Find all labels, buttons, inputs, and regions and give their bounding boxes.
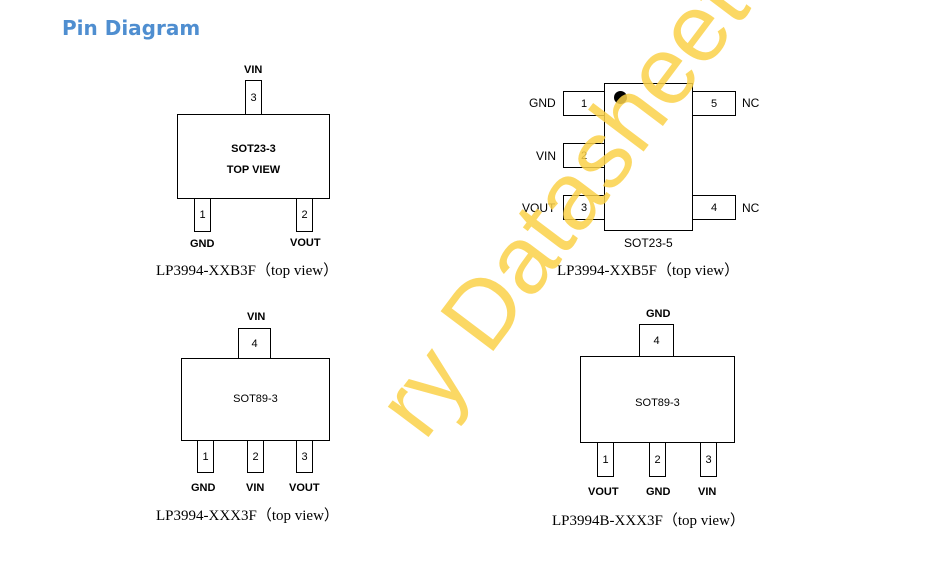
pin-4: 4 [692,195,736,220]
pin-label-gnd: GND [191,482,216,494]
package-name: SOT23-5 [624,236,673,250]
pin-label-vout: VOUT [522,201,556,215]
package-view: TOP VIEW [226,164,281,176]
pin-label-vin: VIN [698,486,717,498]
page-title: Pin Diagram [62,16,201,40]
pin-label-vout: VOUT [290,237,321,249]
pin-3: 3 [245,80,262,115]
pin-1: 1 [563,91,605,116]
pin-3: 3 [700,442,717,477]
pin-label-nc-4: NC [742,201,760,215]
package-name: SOT89-3 [233,393,278,405]
package-body [181,358,330,441]
pin-label-gnd: GND [646,486,671,498]
pin-4: 4 [639,324,674,357]
pin-label-vin-top: VIN [247,311,266,323]
pin-label-vout: VOUT [289,482,320,494]
pin1-dot-icon [614,91,627,104]
caption: LP3994-XXX3F（top view） [156,508,339,524]
pin-label-nc-5: NC [742,96,760,110]
pin-2: 2 [563,143,605,168]
pin-3: 3 [296,440,313,473]
pin-1: 1 [194,198,211,232]
pin-label-gnd: GND [190,238,215,250]
pin-label-vout: VOUT [588,486,619,498]
pin-4: 4 [238,328,271,359]
pin-1: 1 [597,442,614,477]
pin-2: 2 [649,442,666,477]
pin-2: 2 [296,198,313,232]
caption: LP3994-XXB5F（top view） [557,263,740,279]
pin-label-gnd-top: GND [646,308,671,320]
caption: LP3994-XXB3F（top view） [156,263,339,279]
package-body [177,114,330,199]
package-name: SOT23-3 [231,143,276,155]
pin-label-vin: VIN [536,149,557,163]
pin-label-gnd: GND [529,96,556,110]
pin-3: 3 [563,195,605,220]
package-name: SOT89-3 [635,397,680,409]
pin-5: 5 [692,91,736,116]
pin-label-vin: VIN [246,482,265,494]
pin-label-vin: VIN [244,64,263,76]
pin-1: 1 [197,440,214,473]
package-body [604,83,693,231]
caption: LP3994B-XXX3F（top view） [552,513,745,529]
pin-2: 2 [247,440,264,473]
